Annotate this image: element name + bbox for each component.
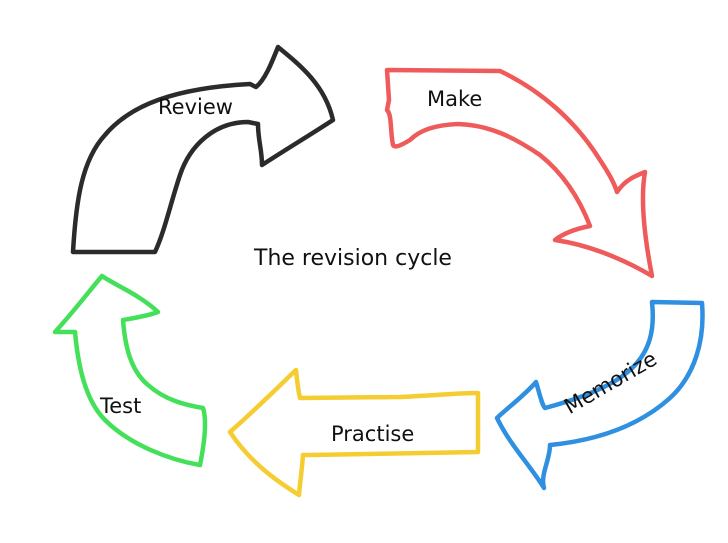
practise-arrow-icon (227, 367, 481, 498)
review-arrow-icon (70, 44, 336, 255)
make-label: Make (427, 87, 483, 111)
test-arrow-icon (52, 273, 208, 468)
test-label: Test (100, 394, 142, 418)
diagram-title: The revision cycle (254, 246, 452, 271)
make-arrow-icon (384, 67, 655, 279)
review-label: Review (158, 95, 233, 119)
memorize-arrow-icon (494, 299, 705, 491)
practise-label: Practise (331, 422, 415, 446)
